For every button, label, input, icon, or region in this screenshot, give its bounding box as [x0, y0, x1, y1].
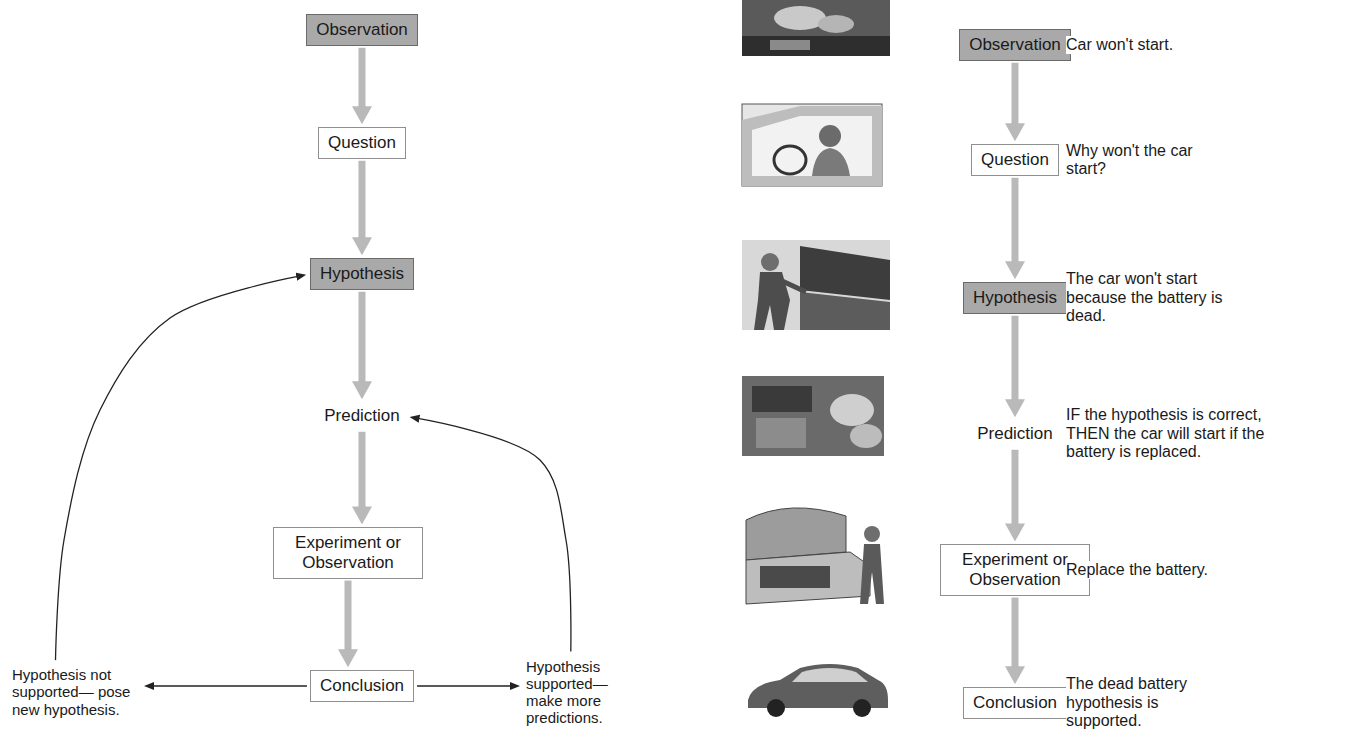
- photo-driver-in-car-part: [742, 104, 882, 186]
- photo-battery-replacement-part: [756, 418, 806, 448]
- photo-car-part: [853, 699, 871, 717]
- photo-man-at-open-hood-part: [780, 280, 806, 292]
- photo-driver-in-car-part: [774, 146, 806, 174]
- node-text: Question: [328, 133, 396, 153]
- step-example: Why won't the car start?: [1066, 142, 1211, 179]
- photo-car-hood-open-part: [746, 508, 846, 560]
- node-text: Hypothesis supported— make more predicti…: [526, 658, 626, 727]
- node-text: Hypothesis not supported— pose new hypot…: [12, 666, 138, 718]
- node-text: Experiment or Observation: [950, 550, 1080, 589]
- node-text: Conclusion: [973, 693, 1057, 713]
- flow-arrow: [1011, 316, 1018, 404]
- photo-battery-replacement-part: [850, 424, 882, 448]
- photo-battery-replacement-part: [742, 376, 884, 456]
- photo-car-hood-open-part: [864, 526, 880, 542]
- photo-driver-in-car-part: [752, 116, 872, 176]
- step-example: Car won't start.: [1066, 36, 1266, 54]
- photo-engine-hands-part: [742, 36, 890, 56]
- step-box: Observation: [306, 14, 418, 46]
- photo-car-hood-open-part: [746, 552, 870, 604]
- node-text: Observation: [969, 35, 1061, 55]
- step-example: Replace the battery.: [1066, 561, 1266, 579]
- step-example: The dead battery hypothesis is supported…: [1066, 675, 1216, 730]
- photo-car: [748, 664, 888, 717]
- node-text: Conclusion: [320, 676, 404, 696]
- step-label: Prediction: [971, 420, 1059, 448]
- step-box: Experiment or Observation: [273, 527, 423, 578]
- step-box: Hypothesis: [310, 258, 414, 290]
- feedback-arrow: [56, 276, 300, 660]
- flow-arrow: [358, 292, 365, 386]
- step-label: Prediction: [318, 402, 406, 430]
- step-example: The car won't start because the battery …: [1066, 270, 1246, 325]
- photo-car-hood-open: [742, 502, 892, 606]
- node-text: Prediction: [324, 406, 400, 426]
- photo-engine-hands-part: [774, 6, 826, 30]
- photo-engine-hands-part: [742, 0, 890, 56]
- photo-engine-hands-part: [770, 40, 810, 50]
- step-box: Question: [318, 127, 406, 159]
- node-text: Question: [981, 150, 1049, 170]
- feedback-arrow: [416, 418, 570, 651]
- photo-car-part: [767, 699, 785, 717]
- step-box: Observation: [959, 29, 1071, 61]
- photo-driver-in-car-part: [819, 125, 841, 147]
- step-example: IF the hypothesis is correct, THEN the c…: [1066, 406, 1266, 461]
- step-box: Hypothesis: [963, 282, 1067, 314]
- node-text: Experiment or Observation: [283, 533, 413, 572]
- node-text: Hypothesis: [973, 288, 1057, 308]
- node-text: Hypothesis: [320, 264, 404, 284]
- flow-arrow: [358, 48, 365, 111]
- photo-driver-in-car: [742, 104, 882, 186]
- photo-man-at-open-hood-part: [761, 253, 779, 271]
- flow-arrow: [1011, 450, 1018, 529]
- outcome-note: Hypothesis supported— make more predicti…: [524, 656, 628, 729]
- photo-man-at-open-hood: [742, 240, 890, 330]
- flow-arrow: [1011, 63, 1018, 128]
- step-box: Question: [971, 144, 1059, 176]
- flow-arrow: [358, 161, 365, 242]
- step-box: Conclusion: [310, 670, 414, 702]
- node-text: Prediction: [977, 424, 1053, 444]
- feedback-arrow: [151, 685, 307, 686]
- photo-car-hood-open-part: [860, 544, 884, 604]
- photo-battery-replacement: [742, 376, 884, 456]
- step-box: Conclusion: [963, 687, 1067, 719]
- photo-car-hood-open-part: [742, 502, 892, 606]
- photo-driver-in-car-part: [812, 148, 850, 176]
- photo-battery-replacement-part: [752, 386, 812, 412]
- flow-arrow: [358, 432, 365, 512]
- feedback-arrow: [417, 685, 513, 686]
- photo-engine-hands-part: [818, 15, 854, 33]
- outcome-note: Hypothesis not supported— pose new hypot…: [10, 664, 140, 720]
- photo-driver-in-car-part: [742, 106, 882, 186]
- flow-arrow: [1012, 598, 1019, 672]
- photo-car-hood-open-part: [760, 566, 830, 588]
- photo-car-part: [792, 668, 868, 682]
- photo-man-at-open-hood-part: [800, 246, 890, 300]
- flow-arrow: [345, 581, 352, 655]
- photo-battery-replacement-part: [830, 394, 874, 426]
- photo-engine-hands: [742, 0, 890, 56]
- photo-man-at-open-hood-part: [800, 292, 890, 330]
- node-text: Observation: [316, 20, 408, 40]
- flow-arrow: [1011, 178, 1018, 266]
- photo-man-at-open-hood-part: [742, 240, 890, 330]
